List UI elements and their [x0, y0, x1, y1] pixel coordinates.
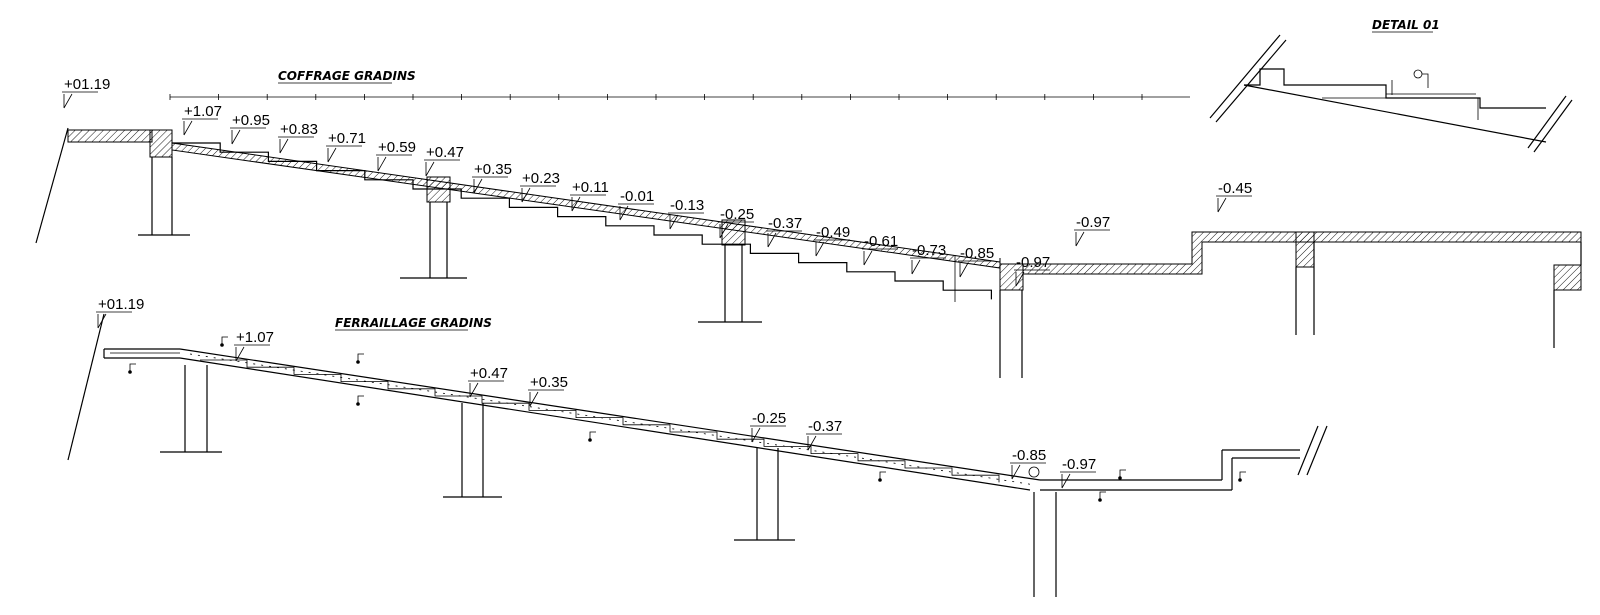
coffrage-section: +01.19 +1.07 +0.95 +0.83 +0.71 +0.59 +0.47 +0.3…	[35, 76, 1582, 378]
level-coffrage-2: +0.95	[232, 112, 270, 129]
level-coffrage-11: -0.13	[670, 197, 704, 214]
level-ferraillage-1: +1.07	[236, 329, 274, 346]
level-coffrage-13: -0.37	[768, 215, 802, 232]
level-coffrage-19: -0.97	[1076, 214, 1110, 231]
level-ferraillage-0: +01.19	[98, 296, 144, 313]
ferraillage-section: +01.19 +1.07 +0.47 +0.35 -0.25 -0.37 -0.85 -0.9…	[67, 296, 1328, 597]
stepped-slab-coffrage	[171, 142, 1001, 269]
level-ferraillage-5: -0.37	[808, 418, 842, 435]
level-ferraillage-2: +0.47	[470, 365, 508, 382]
level-coffrage-10: -0.01	[620, 188, 654, 205]
dimension-chain	[169, 94, 1190, 100]
level-coffrage-7: +0.35	[474, 161, 512, 178]
level-coffrage-9: +0.11	[572, 179, 609, 196]
title-coffrage: COFFRAGE GRADINS	[278, 69, 416, 83]
level-coffrage-12: -0.25	[720, 206, 754, 223]
level-coffrage-3: +0.83	[280, 121, 318, 138]
level-coffrage-8: +0.23	[522, 170, 560, 187]
level-ferraillage-7: -0.97	[1062, 456, 1096, 473]
level-coffrage-4: +0.71	[328, 130, 366, 147]
level-ferraillage-4: -0.25	[752, 410, 786, 427]
level-coffrage-15: -0.61	[864, 233, 898, 250]
detail-01	[1209, 34, 1573, 153]
step-profile-ferraillage	[200, 359, 1000, 483]
level-ferraillage-3: +0.35	[530, 374, 568, 391]
level-coffrage-16: -0.73	[912, 242, 946, 259]
title-detail: DETAIL 01	[1372, 18, 1440, 32]
level-coffrage-14: -0.49	[816, 224, 850, 241]
level-coffrage-0: +01.19	[64, 76, 110, 93]
level-coffrage-1: +1.07	[184, 103, 222, 120]
step-profile-coffrage	[172, 142, 992, 300]
level-coffrage-18: -0.97	[1016, 254, 1050, 271]
level-coffrage-20: -0.45	[1218, 180, 1252, 197]
level-coffrage-17: -0.85	[960, 245, 994, 262]
title-ferraillage: FERRAILLAGE GRADINS	[335, 316, 492, 330]
level-ferraillage-6: -0.85	[1012, 447, 1046, 464]
level-coffrage-6: +0.47	[426, 144, 464, 161]
level-coffrage-5: +0.59	[378, 139, 416, 156]
